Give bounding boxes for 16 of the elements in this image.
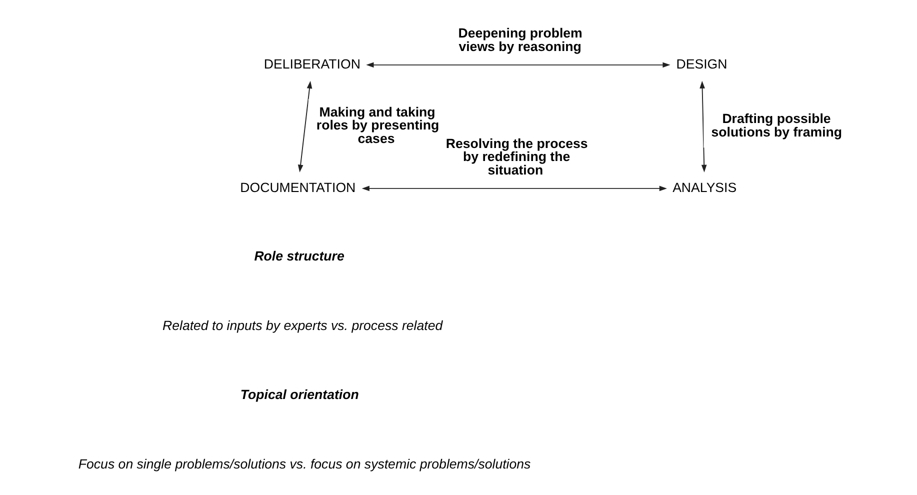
label: Related to inputs by experts vs. process related — [162, 318, 443, 333]
edge-label: Deepening problem views by reasoning — [458, 26, 582, 54]
edge-label: Drafting possible solutions by framing — [711, 111, 842, 140]
node-text: DESIGN — [676, 56, 728, 72]
arrow — [298, 80, 312, 172]
arrow — [366, 62, 670, 68]
label: Topical orientation — [240, 387, 359, 402]
label: Focus on single problems/solutions vs. focus on systemic problems/solutions — [78, 456, 531, 472]
node-text: DELIBERATION — [264, 56, 360, 72]
label: Role structure — [254, 248, 344, 264]
arrow — [700, 80, 707, 172]
node-text: ANALYSIS — [672, 180, 737, 195]
edge-label: Resolving the process by redefining the situation — [446, 136, 588, 178]
node-text: DOCUMENTATION — [240, 180, 356, 195]
arrow — [362, 186, 667, 192]
edge-label: Making and taking roles by presenting cases — [316, 104, 440, 146]
